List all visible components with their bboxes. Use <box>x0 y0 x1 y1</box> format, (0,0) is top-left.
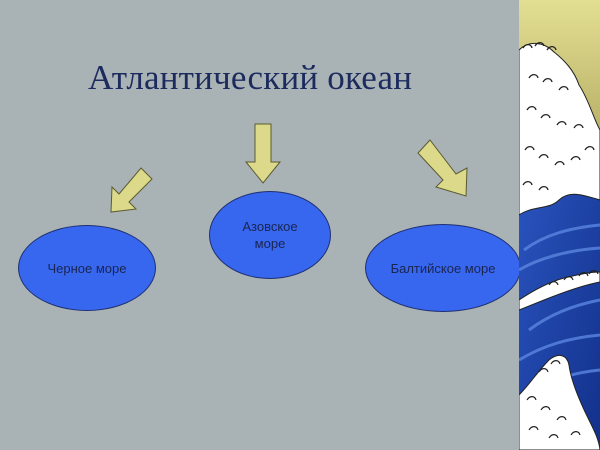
node-label: Балтийское море <box>390 260 496 276</box>
node-label-line2: море <box>254 236 286 251</box>
slide-title: Атлантический океан <box>88 58 413 97</box>
arrow-down-right-icon <box>417 139 468 197</box>
arrow-down-icon <box>244 123 282 184</box>
node-label: Черное море <box>47 260 127 276</box>
node-baltic-sea: Балтийское море <box>365 224 521 312</box>
node-azov-sea: Азовское море <box>209 191 331 279</box>
node-black-sea: Черное море <box>18 225 156 311</box>
great-wave-decoration <box>519 0 600 450</box>
arrows-layer <box>110 123 468 213</box>
wave-image-icon <box>519 0 600 450</box>
node-label-line1: Азовское <box>242 219 298 234</box>
arrow-down-left-icon <box>110 167 153 213</box>
